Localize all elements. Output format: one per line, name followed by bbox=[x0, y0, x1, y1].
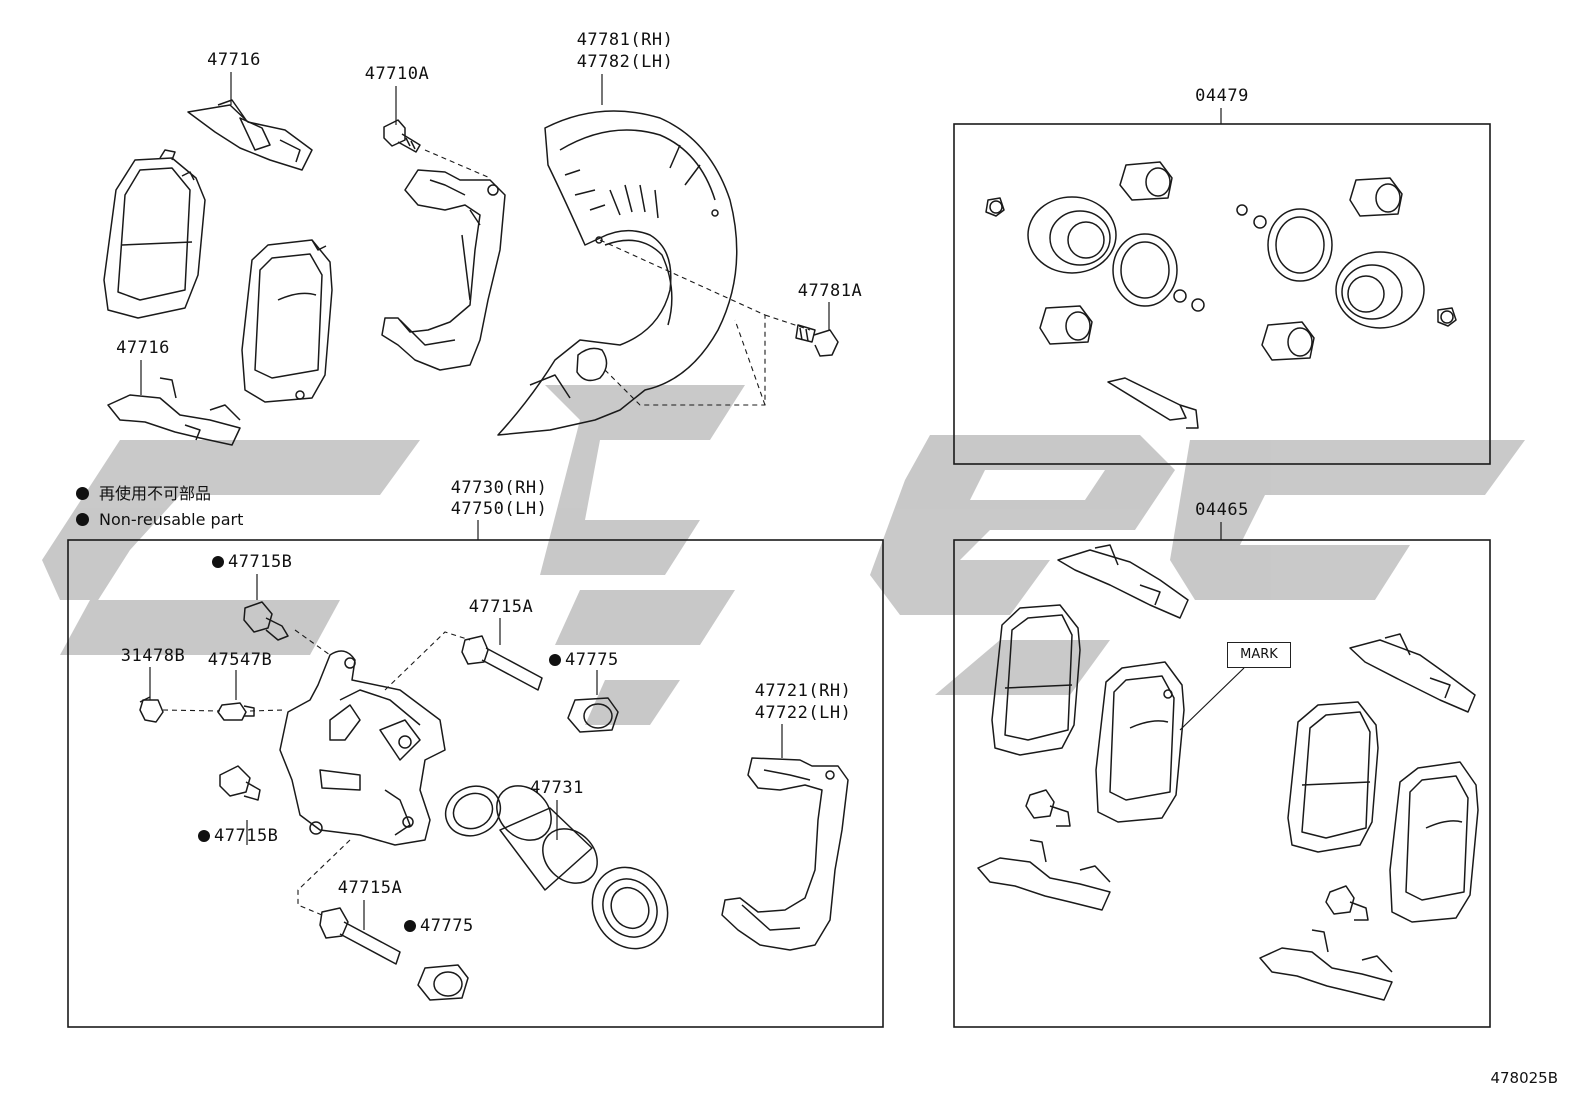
dashed-guides bbox=[162, 149, 811, 916]
kit-boot-right bbox=[1335, 251, 1425, 329]
dust-cover-bolt bbox=[795, 324, 839, 357]
padkit-shim-right-top bbox=[1349, 633, 1476, 713]
caliper-bolt-47715b-upper bbox=[243, 601, 289, 641]
part-label-47715a-lower: 47715A bbox=[337, 878, 403, 898]
drawing-number: 478025B bbox=[1490, 1069, 1558, 1087]
part-label-text: 47715B bbox=[214, 826, 279, 846]
cylinder-piston bbox=[496, 785, 598, 891]
brake-pad-outer bbox=[241, 239, 333, 403]
leader-lines bbox=[140, 72, 1245, 930]
kit-bushing-left-bottom bbox=[1039, 305, 1093, 345]
slide-bushing-upper bbox=[567, 697, 619, 733]
part-label-31478b: 31478B bbox=[120, 646, 186, 666]
kit-bushing-right-bottom bbox=[1261, 321, 1315, 361]
anti-squeal-shim-lower bbox=[107, 377, 241, 446]
filled-dot-icon bbox=[76, 487, 89, 500]
part-label-text: 47775 bbox=[565, 650, 619, 670]
part-label-47722-lh: 47722(LH) bbox=[754, 703, 852, 723]
non-reusable-dot-icon bbox=[212, 556, 224, 568]
padkit-pad-left-inner bbox=[991, 604, 1081, 756]
brake-pad-inner bbox=[103, 149, 206, 319]
part-label-47750-lh: 47750(LH) bbox=[450, 499, 548, 519]
kit-orings-right bbox=[1236, 204, 1267, 229]
kit-seal-left bbox=[1112, 233, 1178, 307]
bleeder-plug-cap bbox=[139, 696, 164, 723]
padkit-pad-left-outer bbox=[1095, 661, 1185, 823]
filled-dot-icon bbox=[76, 513, 89, 526]
legend: 再使用不可部品 Non-reusable part bbox=[76, 481, 243, 533]
pad-kit-box bbox=[953, 539, 1491, 1028]
caliper-assembly-box bbox=[67, 539, 884, 1028]
part-label-47731: 47731 bbox=[530, 778, 584, 798]
legend-text-english: Non-reusable part bbox=[99, 510, 244, 529]
part-label-47781-rh: 47781(RH) bbox=[576, 30, 674, 50]
kit-bushing-right-top bbox=[1349, 177, 1403, 217]
padkit-bolt-left bbox=[1025, 789, 1071, 827]
legend-row-english: Non-reusable part bbox=[76, 507, 243, 533]
part-label-47547b: 47547B bbox=[207, 650, 273, 670]
non-reusable-dot-icon bbox=[549, 654, 561, 666]
part-label-47782-lh: 47782(LH) bbox=[576, 52, 674, 72]
bleeder-plug bbox=[217, 702, 255, 721]
part-drawings bbox=[103, 99, 1479, 1001]
kit-bleeder-cap-left bbox=[985, 197, 1005, 217]
part-label-47715b-lower: 47715B bbox=[198, 826, 278, 846]
padkit-pad-right-outer bbox=[1389, 761, 1479, 923]
padkit-bolt-right bbox=[1325, 885, 1369, 921]
part-label-47721-rh: 47721(RH) bbox=[754, 681, 852, 701]
caliper-bolt-47715b-lower bbox=[219, 765, 261, 801]
part-label-47710a: 47710A bbox=[364, 64, 430, 84]
slide-pin-upper bbox=[461, 635, 543, 691]
legend-text-japanese: 再使用不可部品 bbox=[99, 484, 212, 503]
kit-seal-right bbox=[1267, 208, 1333, 282]
non-reusable-dot-icon bbox=[404, 920, 416, 932]
watermark-logo bbox=[42, 385, 1525, 725]
part-label-47715b-upper: 47715B bbox=[212, 552, 292, 572]
part-label-47775-upper: 47775 bbox=[549, 650, 619, 670]
part-label-04479: 04479 bbox=[1195, 86, 1249, 106]
padkit-shim-right-bottom bbox=[1259, 929, 1393, 1001]
caliper-mounting-bracket-right bbox=[721, 757, 849, 951]
caliper-cylinder-body bbox=[279, 650, 446, 846]
padkit-pad-right-inner bbox=[1287, 701, 1379, 853]
anti-squeal-shim-upper bbox=[187, 99, 313, 171]
part-label-04465: 04465 bbox=[1195, 500, 1249, 520]
kit-grease-tube bbox=[1107, 377, 1199, 429]
slide-pin-lower bbox=[319, 907, 401, 965]
slide-bushing-lower bbox=[417, 964, 469, 1001]
part-label-47715a-upper: 47715A bbox=[468, 597, 534, 617]
legend-row-japanese: 再使用不可部品 bbox=[76, 481, 243, 507]
part-label-47775-lower: 47775 bbox=[404, 916, 474, 936]
part-label-47716-upper: 47716 bbox=[207, 50, 261, 70]
padkit-shim-left-bottom bbox=[977, 839, 1111, 911]
cylinder-boot bbox=[591, 866, 669, 950]
part-label-47781a: 47781A bbox=[797, 281, 863, 301]
mark-callout: MARK bbox=[1227, 642, 1291, 668]
kit-boot-left bbox=[1027, 196, 1117, 274]
group-boxes bbox=[67, 123, 1491, 1028]
cylinder-kit-box bbox=[953, 123, 1491, 465]
caliper-bolt-upper bbox=[383, 119, 421, 153]
caliper-mounting-bracket bbox=[381, 169, 506, 371]
kit-bleeder-cap-right bbox=[1437, 307, 1457, 327]
part-label-47716-lower: 47716 bbox=[116, 338, 170, 358]
part-label-text: 47775 bbox=[420, 916, 474, 936]
kit-bushing-left-top bbox=[1119, 161, 1173, 201]
padkit-shim-top bbox=[1057, 544, 1189, 619]
disc-brake-dust-cover bbox=[497, 110, 738, 436]
non-reusable-dot-icon bbox=[198, 830, 210, 842]
part-label-47730-rh: 47730(RH) bbox=[450, 478, 548, 498]
part-label-text: 47715B bbox=[228, 552, 293, 572]
kit-orings-left bbox=[1173, 289, 1205, 312]
